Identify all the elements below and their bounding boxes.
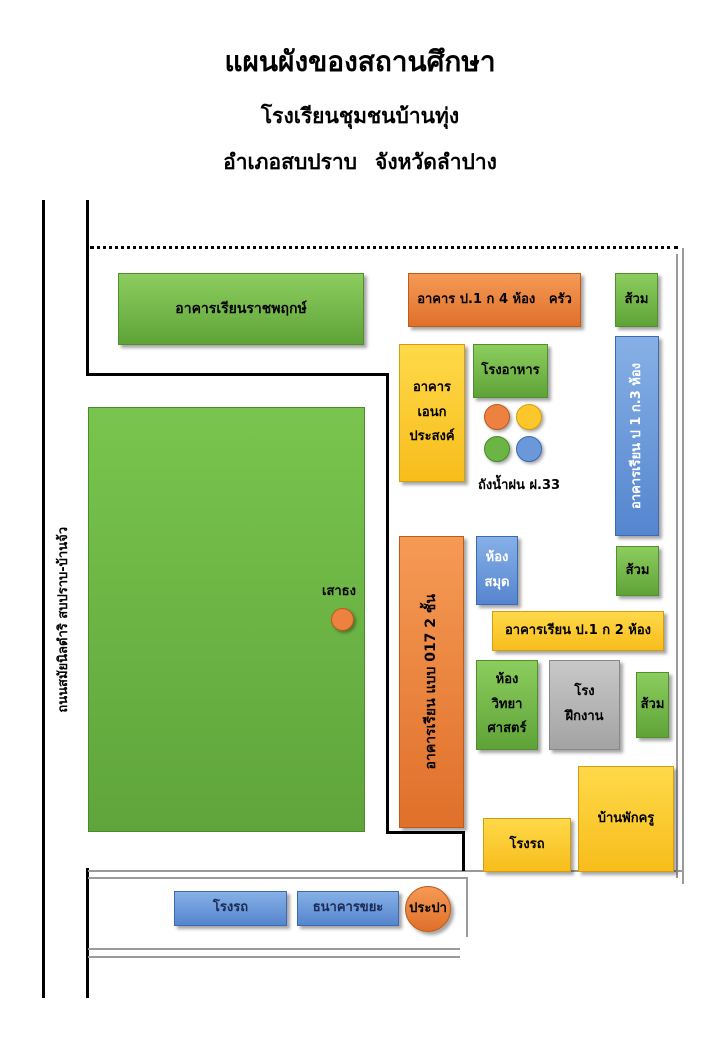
multipurpose-building: อาคารเอนกประสงค์ xyxy=(399,344,465,482)
water-tank-blue xyxy=(516,436,542,462)
school-name: โรงเรียนชุมชนบ้านทุ่ง xyxy=(260,104,460,128)
garage-bottom: โรงรถ xyxy=(174,891,287,926)
boundary-bottom-outer xyxy=(88,870,682,872)
boundary-bottom-long xyxy=(88,948,460,950)
fence-lower-horizontal xyxy=(386,831,464,834)
p1-2rooms-building: อาคารเรียน ป.1 ก 2 ห้อง xyxy=(492,611,664,651)
rajapruek-building: อาคารเรียนราชพฤกษ์ xyxy=(118,273,364,345)
fence-upper-horizontal xyxy=(86,373,388,376)
boundary-right-inner xyxy=(676,254,678,878)
district-name: อำเภอสบปราบ xyxy=(223,150,358,174)
toilet-top: ส้วม xyxy=(615,273,658,327)
water-tank-green xyxy=(484,436,510,462)
boundary-right-outer xyxy=(682,248,684,884)
toilet-mid: ส้วม xyxy=(616,546,659,596)
science-room-building: ห้องวิทยาศาสตร์ xyxy=(476,660,538,750)
flagpole-label: เสาธง xyxy=(322,584,356,599)
water-tanks-label: ถังน้ำฝน ฝ.33 xyxy=(478,478,561,493)
garage-right: โรงรถ xyxy=(483,818,571,872)
fence-lower-vertical xyxy=(462,831,465,871)
workshop-building: โรงฝึกงาน xyxy=(549,660,620,750)
road-edge-left xyxy=(42,200,45,998)
water-tank-yellow xyxy=(516,404,542,430)
flagpole-icon xyxy=(331,608,354,631)
road-edge-right-upper xyxy=(86,200,89,376)
road-label: ถนนสมัยนิลดำริ สบปราบ-บ้านจ้ว xyxy=(55,527,71,713)
p1-4rooms-kitchen-building: อาคาร ป.1 ก 4 ห้อง ครัว xyxy=(408,273,581,327)
boundary-gate-line xyxy=(466,877,468,937)
water-tank-orange xyxy=(484,404,510,430)
school-boundary-dotted xyxy=(90,246,678,249)
road-edge-right-lower xyxy=(86,868,89,998)
library-building: ห้องสมุด xyxy=(476,536,518,605)
water-supply: ประปา xyxy=(405,886,451,932)
waste-bank: ธนาคารขยะ xyxy=(297,891,399,926)
p1-3rooms-building: อาคารเรียน ป 1 ก.3 ห้อง xyxy=(615,336,659,536)
toilet-right: ส้วม xyxy=(636,672,669,738)
sports-field xyxy=(88,407,365,832)
location-line: อำเภอสบปราบ จังหวัดลำปาง xyxy=(0,146,720,179)
province-name: จังหวัดลำปาง xyxy=(375,150,497,174)
boundary-bottom-inner xyxy=(88,877,468,879)
canteen-building: โรงอาหาร xyxy=(473,344,548,398)
boundary-bottom-long-2 xyxy=(88,956,460,958)
teacher-house: บ้านพักครู xyxy=(578,766,674,872)
fence-upper-vertical xyxy=(386,373,389,833)
map-title: แผนผังของสถานศึกษา xyxy=(224,45,496,78)
building-017-two-storey: อาคารเรียน แบบ 017 2 ชั้น xyxy=(399,536,464,828)
